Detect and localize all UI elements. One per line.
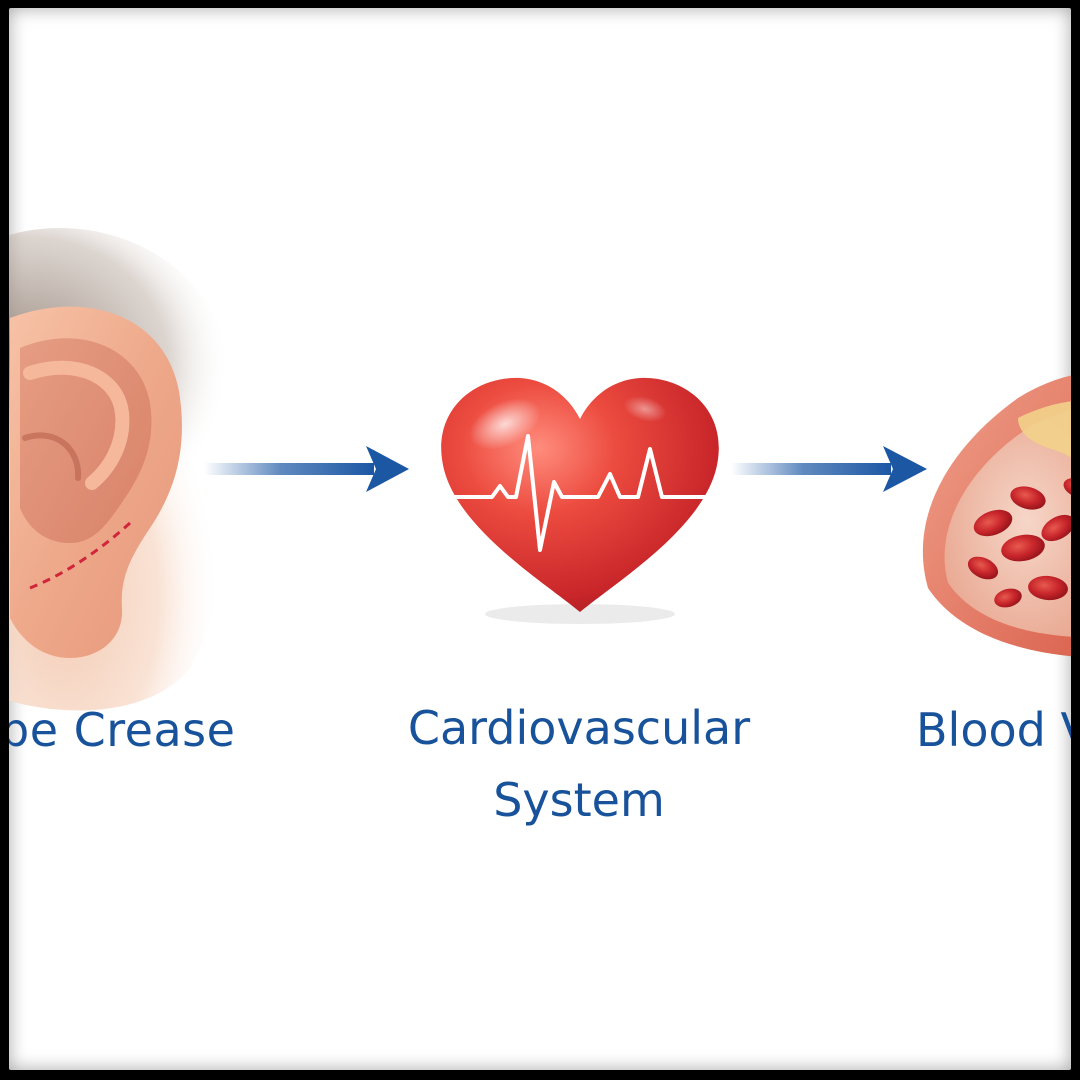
heart-icon [441,377,719,624]
node-label-blood-vessel: Blood V [916,703,1071,757]
node-label-ear-crease: be Crease [9,703,236,757]
node-label-cardiovascular-line2: System [493,773,665,827]
flow-arrow-1 [204,446,409,492]
node-label-cardiovascular-line1: Cardiovascular [407,701,751,755]
blood-vessel-icon [922,375,1071,657]
ear-icon [9,228,230,711]
node-label-cardiovascular: Cardiovascular System [379,692,779,836]
diagram-canvas: be Crease Cardiovascular System Blood V [9,8,1071,1070]
flow-arrow-2 [731,446,927,492]
